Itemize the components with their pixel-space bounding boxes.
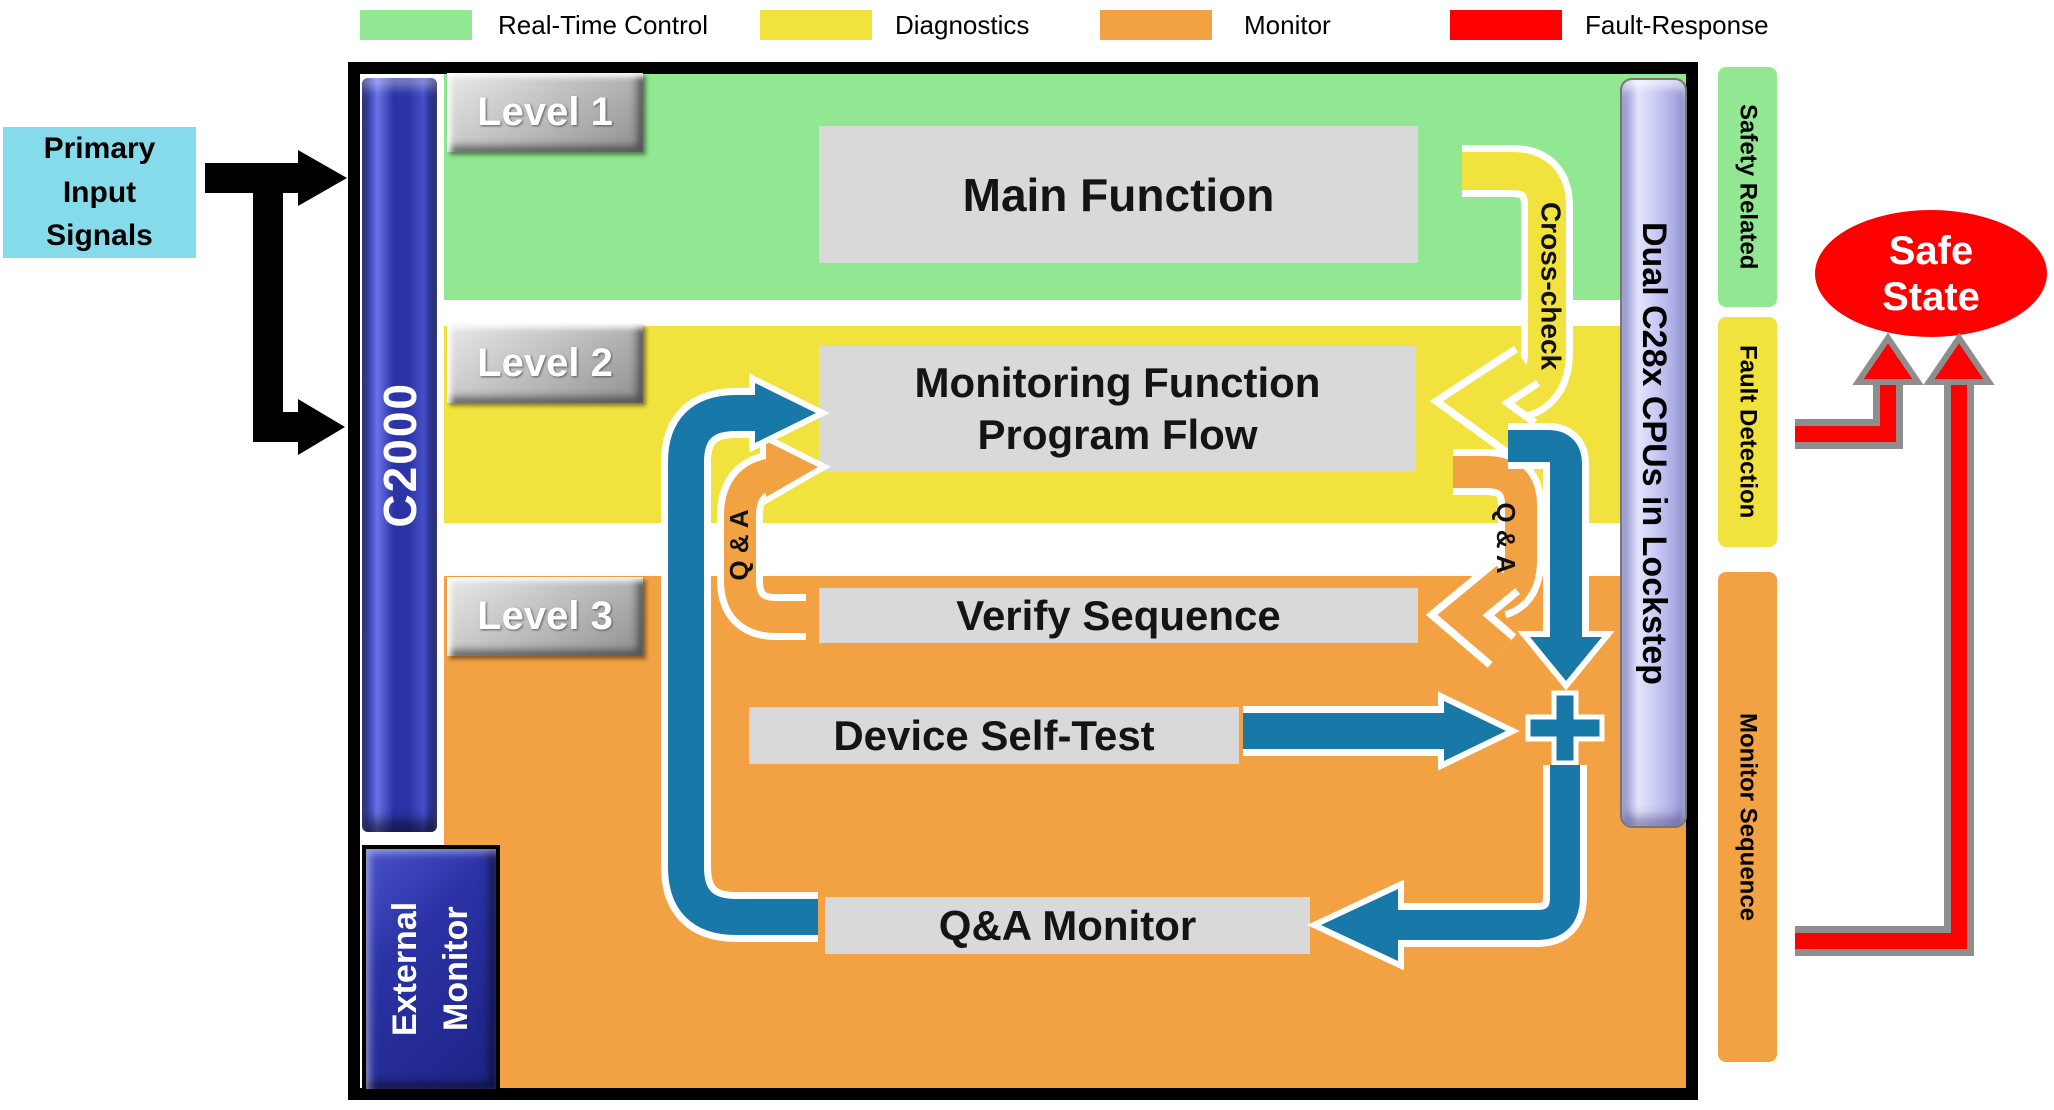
monitor-sequence-to-safe-state-arrow — [1795, 332, 1995, 956]
qa-arrow-right: Q & A — [1425, 449, 1544, 668]
qa-arrow-left: Q & A — [717, 431, 831, 640]
safe-state-label-line2: State — [1882, 274, 1980, 319]
monitoring-function-label-line1: Monitoring Function — [914, 358, 1321, 406]
legend-label-diagnostics: Diagnostics — [895, 10, 1030, 40]
device-self-test-to-sum-arrow — [1243, 691, 1520, 771]
primary-input-signals-block: Primary Input Signals — [3, 127, 196, 258]
legend-swatch-monitor — [1100, 10, 1212, 40]
monitoring-function-block: Monitoring Function Program Flow — [819, 346, 1416, 472]
legend-swatch-diagnostics — [760, 10, 872, 40]
fault-detection-bar: Fault Detection — [1718, 317, 1777, 547]
main-function-label: Main Function — [962, 168, 1275, 221]
level-1-label: Level 1 — [477, 90, 613, 134]
sum-junction-plus-icon — [1525, 690, 1605, 766]
level-3-badge: Level 3 — [447, 577, 643, 656]
legend-label-fault-response: Fault-Response — [1585, 10, 1769, 40]
level-2-label: Level 2 — [477, 341, 613, 385]
monitoring-to-sum-arrow — [1508, 423, 1615, 691]
cross-check-arrow: Cross-check — [1429, 145, 1573, 459]
primary-input-arrow — [205, 150, 347, 455]
band-level3-monitor — [444, 576, 1686, 1088]
level-1-badge: Level 1 — [447, 73, 643, 152]
level-2-badge: Level 2 — [447, 324, 643, 403]
lockstep-cpu-bar: Dual C28x CPUs in Lockstep — [1620, 78, 1687, 828]
legend-swatch-fault-response — [1450, 10, 1562, 40]
verify-sequence-label: Verify Sequence — [956, 591, 1281, 639]
safety-related-bar: Safety Related — [1718, 67, 1777, 307]
cross-check-label: Cross-check — [1536, 202, 1567, 371]
qa-monitor-label: Q&A Monitor — [938, 901, 1197, 949]
qa-monitor-to-monitoring-arrow — [661, 373, 830, 942]
qa-arrow-right-label: Q & A — [1491, 502, 1521, 573]
primary-input-signals-label: Primary Input Signals — [43, 132, 156, 253]
device-self-test-label: Device Self-Test — [833, 711, 1155, 759]
safe-state-label-line1: Safe — [1888, 228, 1974, 273]
safety-related-label: Safety Related — [1734, 104, 1762, 270]
main-function-block: Main Function — [819, 126, 1418, 263]
qa-monitor-block: Q&A Monitor — [825, 897, 1310, 954]
device-self-test-block: Device Self-Test — [749, 707, 1239, 764]
legend-swatch-realtime-control — [360, 10, 472, 40]
monitor-sequence-label: Monitor Sequence — [1734, 712, 1762, 922]
legend-label-realtime-control: Real-Time Control — [498, 10, 708, 40]
monitor-sequence-bar: Monitor Sequence — [1718, 572, 1777, 1062]
legend-label-monitor: Monitor — [1244, 10, 1331, 40]
monitoring-function-label-line2: Program Flow — [977, 411, 1258, 458]
device-boundary-frame — [348, 62, 1698, 1100]
safe-state-ellipse: Safe State — [1815, 210, 2047, 337]
fault-detection-to-safe-state-arrow — [1795, 332, 1924, 449]
qa-arrow-left-label: Q & A — [724, 509, 754, 580]
lockstep-cpu-label: Dual C28x CPUs in Lockstep — [1635, 221, 1673, 685]
external-monitor-block: External Monitor — [362, 845, 500, 1093]
fault-detection-label: Fault Detection — [1734, 345, 1762, 519]
c2000-chip-bar: C2000 — [362, 78, 437, 832]
sum-to-qa-monitor-arrow — [1306, 765, 1587, 971]
verify-sequence-block: Verify Sequence — [819, 588, 1418, 643]
level-3-label: Level 3 — [477, 594, 613, 638]
